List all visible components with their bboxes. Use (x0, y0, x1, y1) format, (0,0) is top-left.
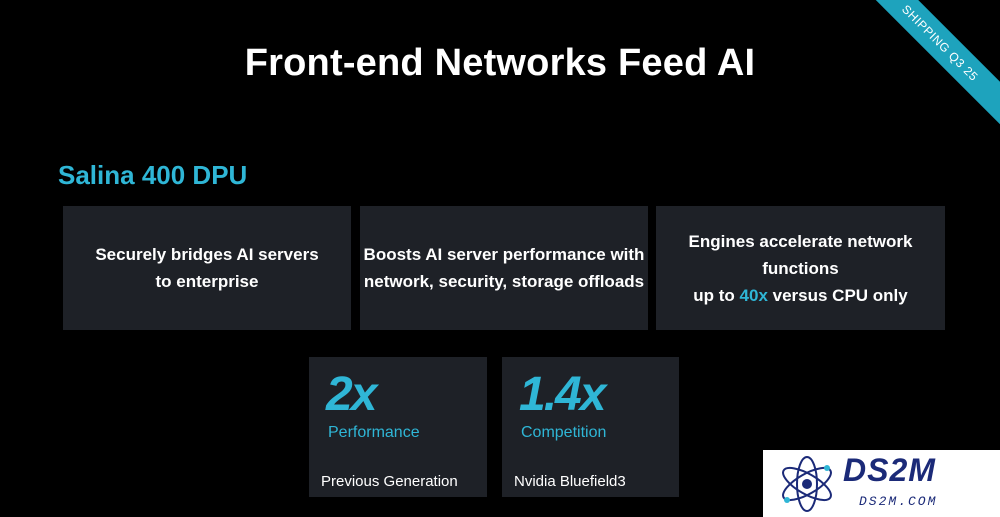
feature-card-bridges: Securely bridges AI servers to enterpris… (63, 206, 351, 330)
feature-card-boosts: Boosts AI server performance with networ… (360, 206, 648, 330)
watermark: DS2M DS2M.COM (763, 450, 1000, 517)
stat-value: 2x (326, 368, 377, 421)
card-line: up to 40x versus CPU only (656, 282, 945, 309)
watermark-url: DS2M.COM (859, 494, 938, 509)
section-title: Salina 400 DPU (58, 160, 248, 190)
stat-label: Competition (521, 424, 607, 441)
stat-reference: Nvidia Bluefield3 (514, 473, 626, 490)
card-line: to enterprise (155, 272, 259, 291)
feature-card-engines: Engines accelerate network functions up … (656, 206, 945, 330)
card-text: versus CPU only (767, 285, 908, 305)
card-text: up to (693, 285, 740, 305)
card-line: Engines accelerate network functions (688, 231, 913, 278)
stat-card-performance: 2x Performance Previous Generation (309, 357, 487, 497)
card-line: network, security, storage offloads (363, 272, 645, 291)
slide-title: Front-end Networks Feed AI (244, 42, 756, 84)
card-line: Securely bridges AI servers (95, 245, 319, 264)
stat-value: 1.4x (519, 368, 606, 421)
stat-reference: Previous Generation (321, 473, 458, 490)
stat-card-competition: 1.4x Competition Nvidia Bluefield3 (502, 357, 679, 497)
watermark-name: DS2M (843, 452, 936, 488)
atom-icon (782, 456, 832, 512)
highlight-value: 40x (739, 285, 768, 305)
stat-label: Performance (328, 424, 420, 441)
card-line: Boosts AI server performance with (363, 245, 645, 264)
